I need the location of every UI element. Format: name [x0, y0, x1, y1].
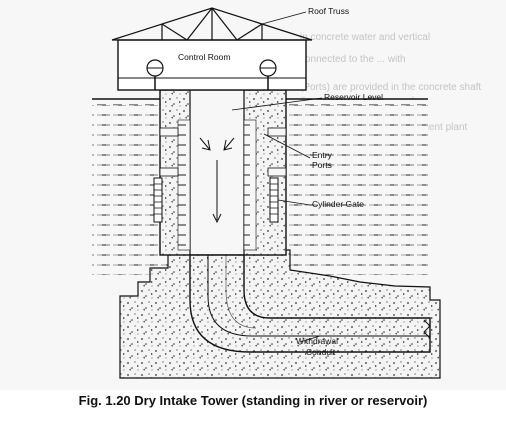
- label-entry-ports-line1: Entry: [312, 150, 333, 160]
- label-withdrawal-conduit-line2: Conduit: [306, 347, 336, 357]
- figure-caption: Fig. 1.20 Dry Intake Tower (standing in …: [78, 393, 428, 408]
- control-room: [117, 39, 307, 91]
- roof-truss: [111, 7, 313, 41]
- cylinder-gate-left: [153, 177, 163, 223]
- label-withdrawal-conduit-line1: Withdrawal: [296, 336, 338, 346]
- svg-text:in concrete water and vertica: in concrete water and vertical: [300, 32, 430, 43]
- label-cylinder-gate: Cylinder Gate: [312, 199, 364, 209]
- svg-text:connected to the ... with: connected to the ... with: [300, 54, 406, 65]
- pump-motor-right: [259, 59, 277, 90]
- label-control-room: Control Room: [178, 52, 230, 62]
- pump-motor-left: [146, 59, 164, 90]
- label-reservoir-level: Reservoir Level: [324, 92, 383, 102]
- label-entry-ports-line2: Ports: [312, 160, 332, 170]
- leader-lines: [231, 11, 323, 343]
- label-roof-truss: Roof Truss: [308, 6, 349, 16]
- intake-tower: [159, 89, 287, 256]
- svg-text:(Ports) are provided in the co: (Ports) are provided in the concrete sha…: [300, 82, 481, 93]
- cylinder-gate-right: [269, 177, 279, 223]
